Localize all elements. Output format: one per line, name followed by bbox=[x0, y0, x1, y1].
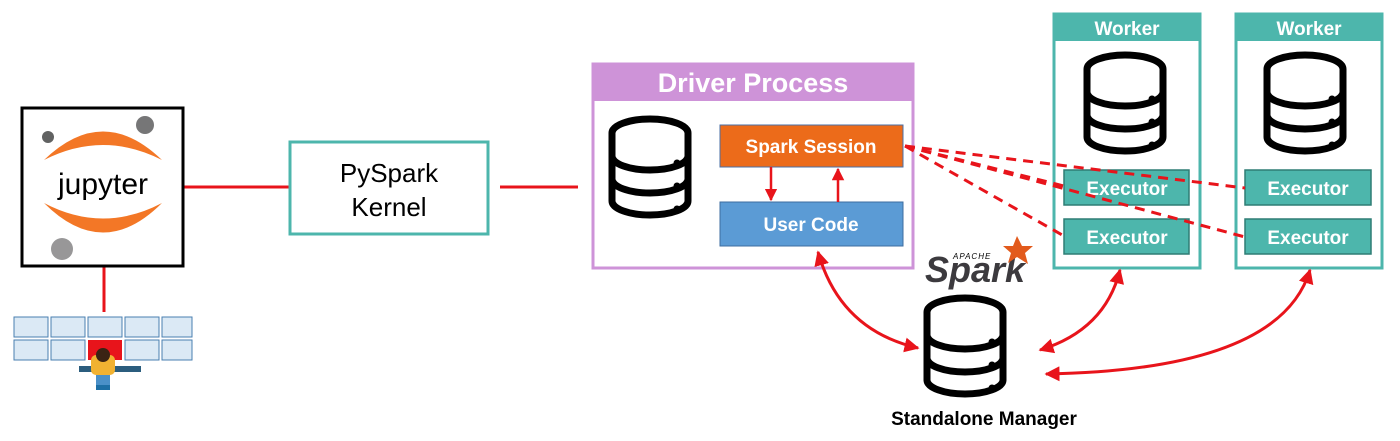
worker-1-database-icon bbox=[1087, 55, 1163, 151]
spark-session-label: Spark Session bbox=[746, 137, 877, 158]
driver-process-box: Driver Process Spark Session User Code bbox=[591, 62, 915, 270]
user-code-manager-link bbox=[814, 250, 920, 353]
session-executor-1a-link bbox=[904, 144, 1065, 188]
manager-database-icon bbox=[927, 298, 1003, 394]
session-executor-2a-link bbox=[904, 144, 1246, 190]
kernel-line2: Kernel bbox=[351, 192, 426, 222]
worker-2-title: Worker bbox=[1276, 19, 1342, 40]
manager-worker-1-link bbox=[1038, 268, 1124, 354]
jupyter-logo: jupyter bbox=[20, 106, 185, 268]
executor-2a: Executor bbox=[1244, 169, 1372, 206]
executor-2b-label: Executor bbox=[1267, 228, 1349, 249]
driver-title: Driver Process bbox=[658, 68, 849, 98]
spark-logo-apache: APACHE bbox=[952, 252, 991, 261]
executor-1a: Executor bbox=[1063, 169, 1190, 206]
pyspark-kernel-box: PySpark Kernel bbox=[288, 140, 490, 236]
manager-worker-2-link bbox=[1044, 268, 1314, 382]
executor-1a-label: Executor bbox=[1086, 179, 1168, 200]
driver-database-icon bbox=[612, 119, 688, 215]
executor-1b: Executor bbox=[1063, 218, 1190, 255]
spark-logo: APACHE Spark bbox=[925, 236, 1033, 290]
session-executor-2b-link bbox=[904, 144, 1246, 239]
kernel-line1: PySpark bbox=[340, 158, 439, 188]
user-code-label: User Code bbox=[763, 215, 858, 236]
spark-star-icon bbox=[1003, 236, 1033, 264]
spark-logo-name: Spark bbox=[925, 249, 1027, 290]
manager-label: Standalone Manager bbox=[891, 409, 1077, 430]
session-executor-1b-link bbox=[904, 144, 1065, 238]
data-scientist-illustration bbox=[13, 316, 193, 390]
executor-1b-label: Executor bbox=[1086, 228, 1168, 249]
worker-1-title: Worker bbox=[1094, 19, 1160, 40]
executor-2a-label: Executor bbox=[1267, 179, 1349, 200]
worker-2-database-icon bbox=[1267, 55, 1343, 151]
jupyter-logo-text: jupyter bbox=[57, 168, 148, 201]
executor-2b: Executor bbox=[1244, 218, 1372, 255]
